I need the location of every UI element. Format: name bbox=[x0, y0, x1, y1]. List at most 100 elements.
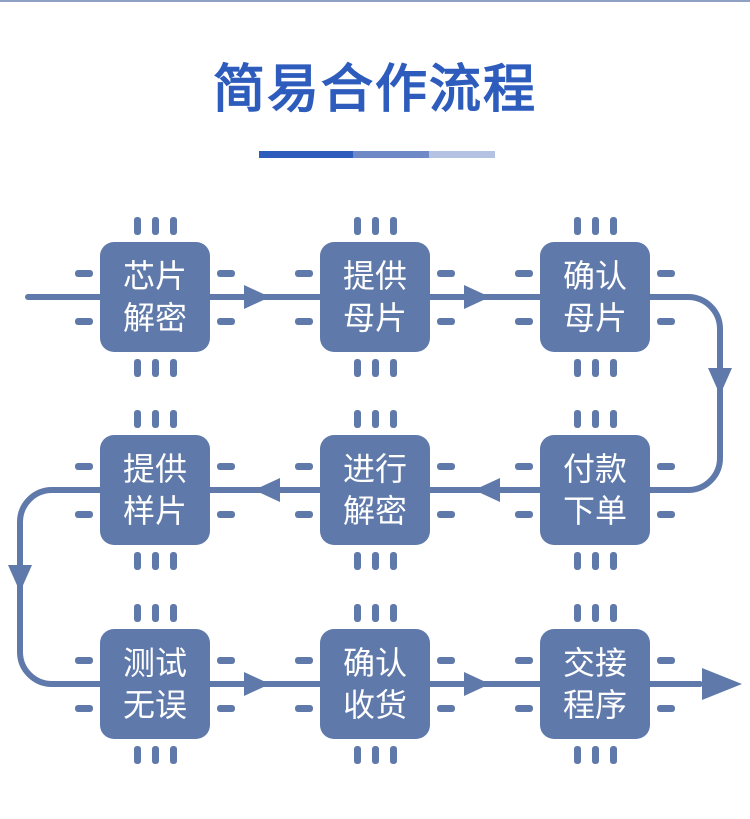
chip-pin bbox=[389, 410, 397, 428]
chip-pin bbox=[573, 217, 581, 235]
step-label-line2: 无误 bbox=[122, 686, 187, 724]
chip-pin bbox=[217, 462, 235, 470]
chip-pin bbox=[437, 704, 455, 712]
arrow-head-4 bbox=[474, 478, 500, 502]
step-label-line2: 收货 bbox=[342, 686, 407, 724]
chip-pin bbox=[217, 656, 235, 664]
chip-pin bbox=[515, 510, 533, 518]
chip-pin bbox=[657, 269, 675, 277]
step-label-line1: 测试 bbox=[122, 644, 187, 682]
chip-pin bbox=[371, 552, 379, 570]
step-label-line2: 解密 bbox=[122, 299, 187, 337]
step-label-line2: 程序 bbox=[562, 686, 627, 724]
chip-pin bbox=[151, 359, 159, 377]
chip-pin bbox=[591, 552, 599, 570]
chip-pin bbox=[609, 552, 617, 570]
chip-pin bbox=[591, 359, 599, 377]
chip-pin bbox=[133, 746, 141, 764]
chip-pin bbox=[151, 604, 159, 622]
chip-pin bbox=[437, 462, 455, 470]
chip-pin bbox=[133, 604, 141, 622]
chip-pin bbox=[371, 217, 379, 235]
chip-pin bbox=[217, 704, 235, 712]
chip-pin bbox=[217, 317, 235, 325]
arrow-head-7 bbox=[244, 672, 270, 696]
chip-pin bbox=[609, 359, 617, 377]
top-border-line bbox=[0, 0, 750, 2]
step-label-line2: 下单 bbox=[562, 492, 627, 530]
chip-pin bbox=[151, 217, 159, 235]
step-chip: 芯片解密 bbox=[100, 242, 210, 352]
connector-row1 bbox=[17, 289, 723, 687]
chip-pin bbox=[437, 317, 455, 325]
chip-pin bbox=[437, 656, 455, 664]
chip-pin bbox=[657, 704, 675, 712]
chip-pin bbox=[657, 462, 675, 470]
chip-pin bbox=[151, 552, 159, 570]
chip-pin bbox=[609, 217, 617, 235]
arrow-head-8 bbox=[464, 672, 490, 696]
page-title: 简易合作流程 bbox=[212, 60, 537, 120]
step-label-line1: 交接 bbox=[562, 644, 627, 682]
chip-pin bbox=[515, 317, 533, 325]
chip-pin bbox=[151, 746, 159, 764]
step-chip: 提供母片 bbox=[320, 242, 430, 352]
chip-pin bbox=[515, 704, 533, 712]
chip-pin bbox=[591, 410, 599, 428]
chip-pin bbox=[657, 317, 675, 325]
step-label-line2: 样片 bbox=[122, 492, 187, 530]
chip-pin bbox=[515, 462, 533, 470]
step-label-line2: 母片 bbox=[342, 299, 407, 337]
chip-pin bbox=[591, 217, 599, 235]
arrow-head-end bbox=[702, 668, 742, 700]
chip-pin bbox=[389, 746, 397, 764]
chip-pin bbox=[591, 604, 599, 622]
chip-pin bbox=[437, 269, 455, 277]
step-label-line1: 付款 bbox=[562, 450, 627, 488]
step-label-line1: 进行 bbox=[342, 450, 407, 488]
chip-pin bbox=[75, 317, 93, 325]
chip-pin bbox=[75, 269, 93, 277]
step-label-line1: 确认 bbox=[342, 644, 407, 682]
chip-pin bbox=[353, 410, 361, 428]
chip-pin bbox=[609, 746, 617, 764]
chip-pin bbox=[75, 462, 93, 470]
step-label-line2: 解密 bbox=[342, 492, 407, 530]
chip-pin bbox=[295, 462, 313, 470]
chip-pin bbox=[389, 552, 397, 570]
chip-pin bbox=[389, 217, 397, 235]
step-label-line1: 确认 bbox=[562, 257, 627, 295]
step-chip: 提供样片 bbox=[100, 435, 210, 545]
chip-pin bbox=[389, 359, 397, 377]
title-underline-mid bbox=[353, 151, 429, 158]
chip-pin bbox=[217, 510, 235, 518]
chip-pin bbox=[609, 410, 617, 428]
step-chip: 确认收货 bbox=[320, 629, 430, 739]
chip-pin bbox=[169, 604, 177, 622]
chip-pin bbox=[169, 410, 177, 428]
chip-pin bbox=[657, 656, 675, 664]
chip-pin bbox=[169, 746, 177, 764]
chip-pin bbox=[515, 269, 533, 277]
chip-pin bbox=[75, 704, 93, 712]
chip-pin bbox=[295, 704, 313, 712]
arrow-head-5 bbox=[254, 478, 280, 502]
arrow-head-6 bbox=[8, 565, 32, 592]
chip-pin bbox=[591, 746, 599, 764]
chip-pin bbox=[573, 604, 581, 622]
chip-pin bbox=[353, 604, 361, 622]
step-label-line1: 提供 bbox=[342, 257, 407, 295]
chip-pin bbox=[371, 410, 379, 428]
chip-pin bbox=[295, 510, 313, 518]
step-label-line2: 母片 bbox=[562, 299, 627, 337]
chip-pin bbox=[133, 410, 141, 428]
step-chip: 确认母片 bbox=[540, 242, 650, 352]
chip-pin bbox=[371, 359, 379, 377]
chip-pin bbox=[169, 217, 177, 235]
chip-pin bbox=[573, 552, 581, 570]
chip-pin bbox=[371, 746, 379, 764]
chip-pin bbox=[169, 359, 177, 377]
step-chip: 进行解密 bbox=[320, 435, 430, 545]
chip-pin bbox=[353, 217, 361, 235]
